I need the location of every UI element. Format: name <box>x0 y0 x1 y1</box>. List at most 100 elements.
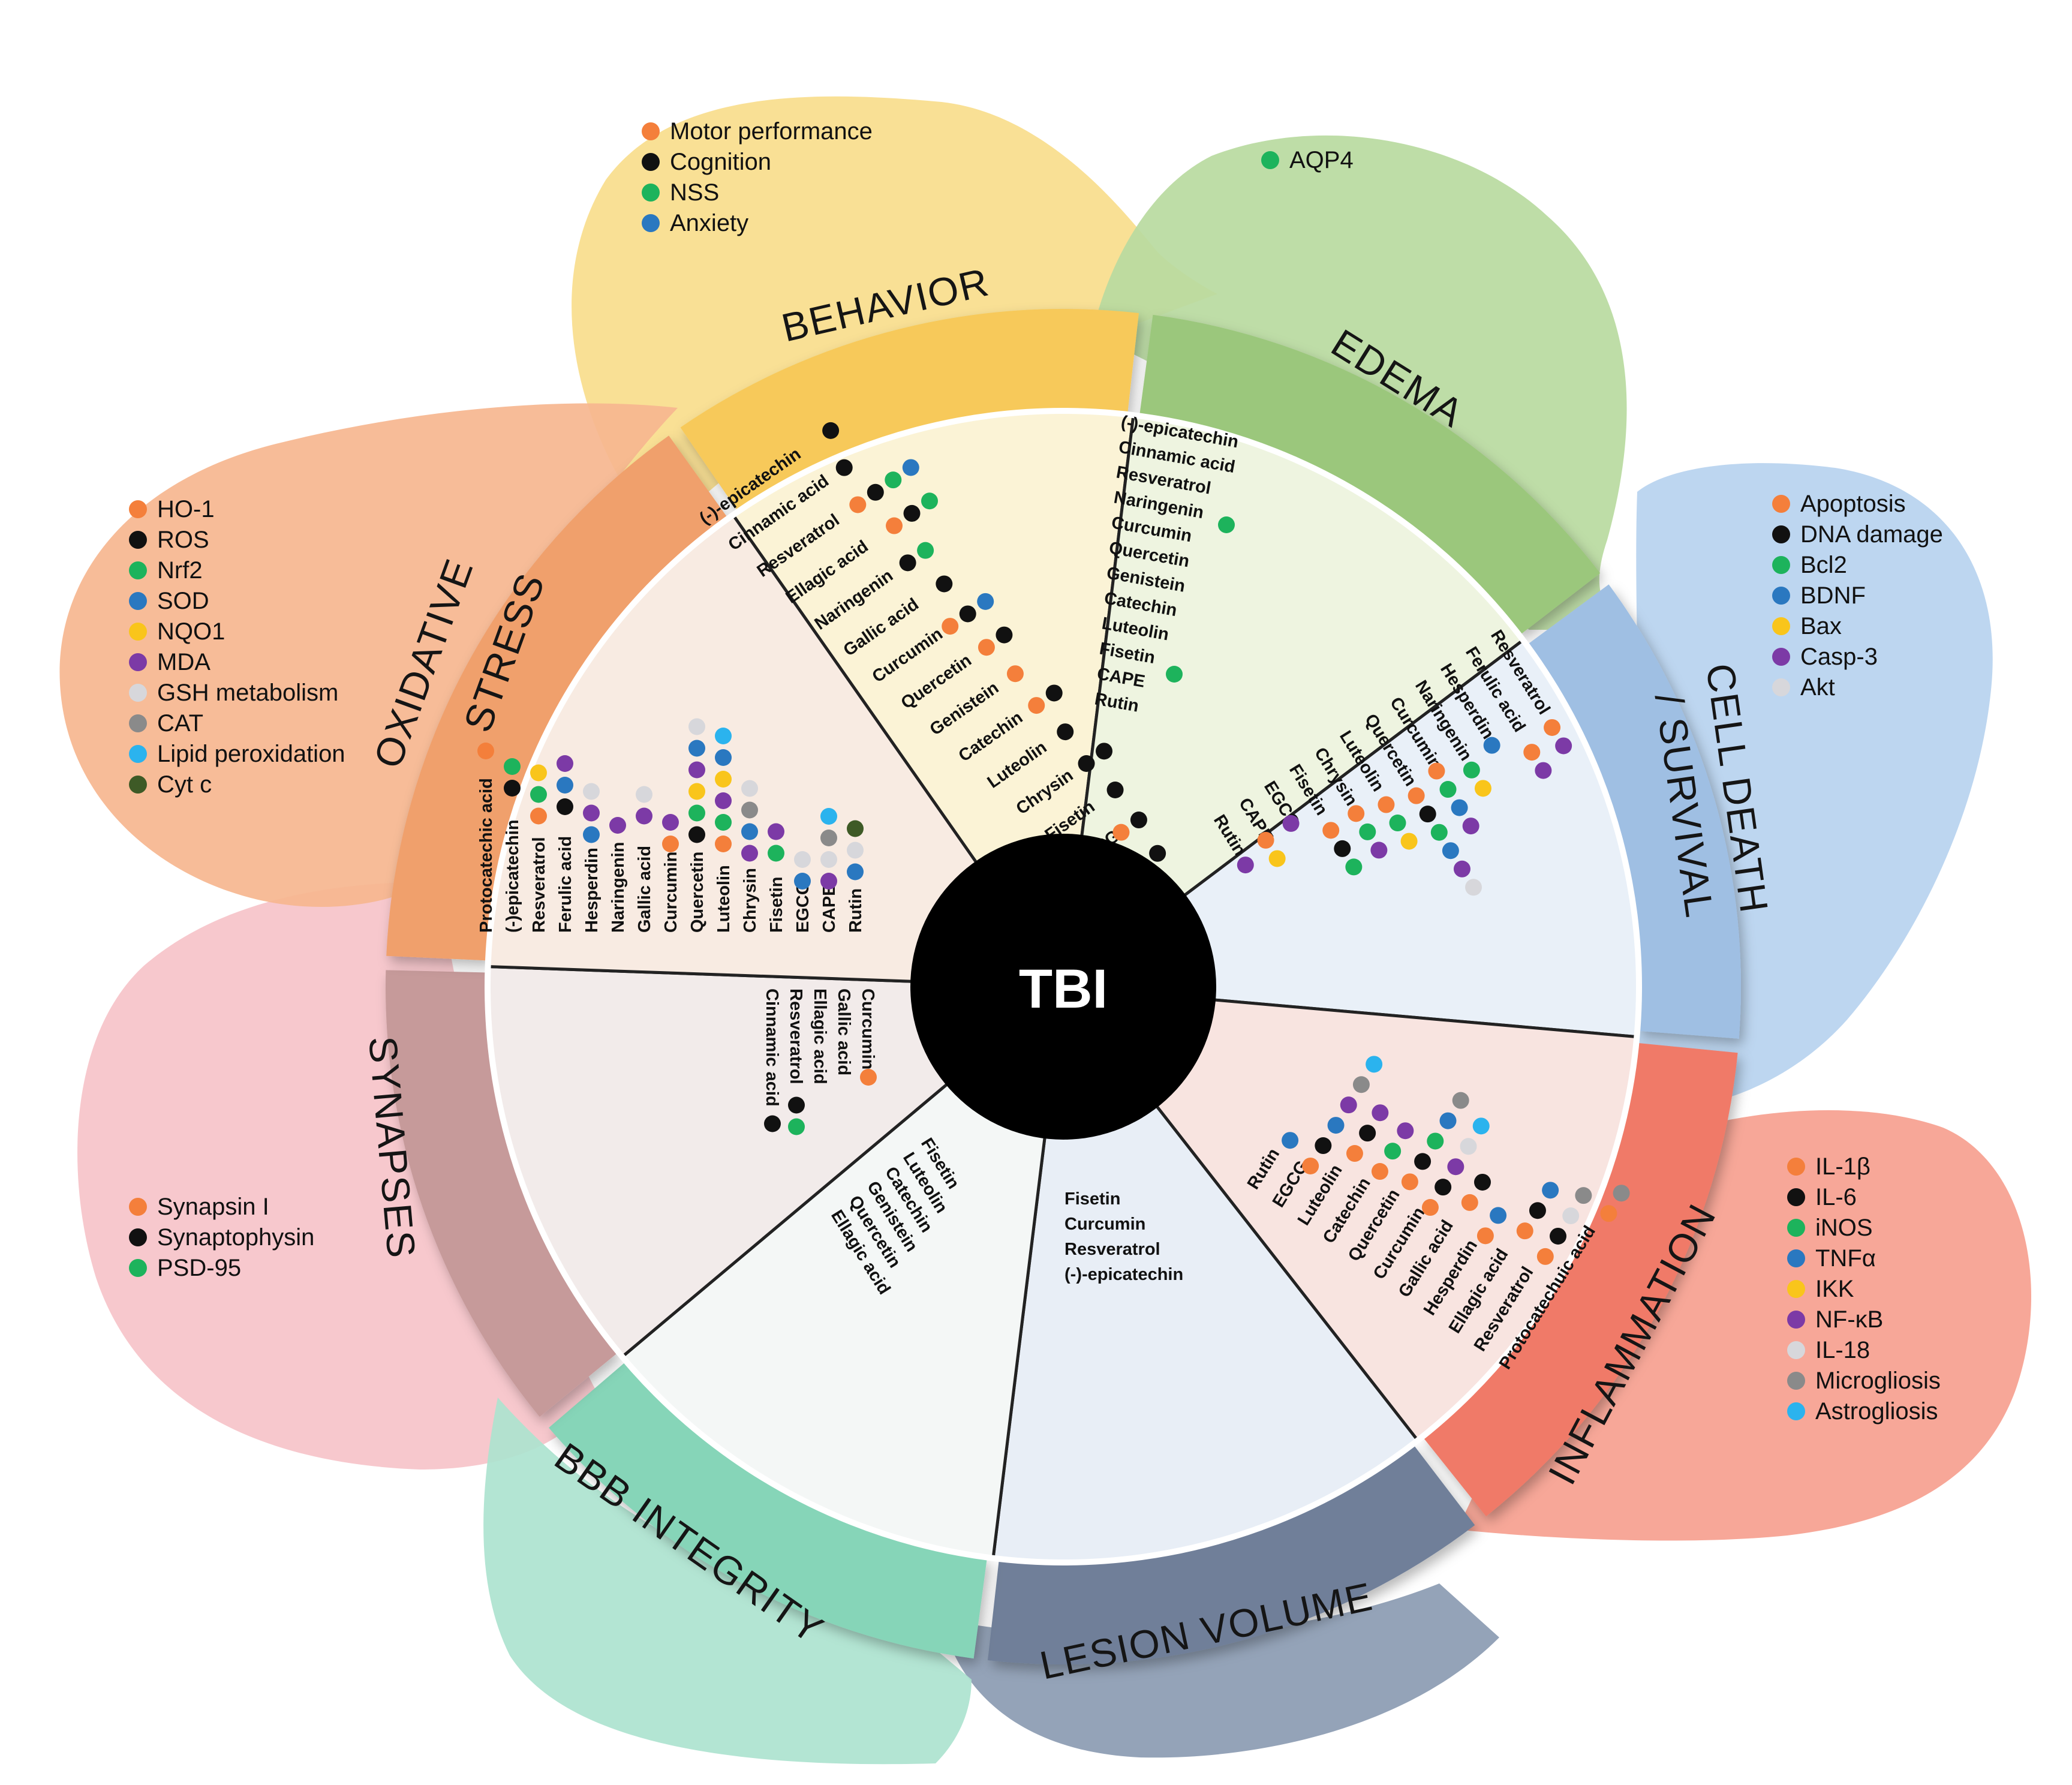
marker-dot <box>1439 1112 1457 1129</box>
compound-label: Curcumin <box>1064 1215 1145 1234</box>
center-label: TBI <box>1019 958 1108 1020</box>
legend-marker <box>1772 556 1790 574</box>
marker-dot <box>504 758 521 775</box>
legend-label: MDA <box>157 649 210 675</box>
compound-label: Rutin <box>846 888 865 933</box>
legend-label: NQO1 <box>157 618 225 645</box>
marker-dot <box>899 554 916 572</box>
marker-dot <box>1419 806 1436 823</box>
marker-dot <box>1414 1153 1432 1170</box>
legend-label: SOD <box>157 588 209 614</box>
legend-marker <box>129 1198 147 1216</box>
legend-label: CAT <box>157 710 203 737</box>
marker-dot <box>1302 1157 1319 1174</box>
legend-label: IL-6 <box>1815 1184 1857 1210</box>
compound-label: Gallic acid <box>635 846 654 933</box>
legend-label: BDNF <box>1800 582 1866 609</box>
marker-dot <box>688 804 705 822</box>
marker-dot <box>609 817 626 834</box>
marker-dot <box>1562 1207 1580 1225</box>
marker-dot <box>688 740 705 757</box>
marker-dot <box>557 798 573 815</box>
marker-dot <box>903 504 921 522</box>
marker-dot <box>1490 1207 1507 1224</box>
marker-dot <box>996 626 1013 644</box>
compound-label: Hesperdin <box>582 848 602 933</box>
marker-dot <box>504 780 521 797</box>
marker-dot <box>1401 1173 1418 1191</box>
marker-dot <box>1555 737 1572 755</box>
band-inflammation <box>1422 1042 1738 1517</box>
marker-dot <box>1130 812 1147 829</box>
marker-dot <box>1370 842 1388 859</box>
compound-label: Naringenin <box>609 842 628 933</box>
legend-marker <box>1787 1249 1805 1267</box>
legend-marker <box>642 153 660 171</box>
marker-dot <box>936 575 953 593</box>
band-edema <box>1139 314 1601 636</box>
marker-dot <box>820 873 837 890</box>
band-oxidative-stress <box>386 435 729 961</box>
marker-dot <box>1529 1202 1546 1219</box>
marker-dot <box>1460 1138 1477 1155</box>
marker-dot <box>1322 822 1340 839</box>
marker-dot <box>768 845 784 862</box>
marker-dot <box>557 755 573 772</box>
marker-dot <box>1112 824 1130 841</box>
legend-marker <box>129 1259 147 1277</box>
marker-dot <box>1366 1056 1383 1073</box>
marker-dot <box>1327 1117 1345 1134</box>
legend-label: IKK <box>1815 1276 1854 1302</box>
legend-label: AQP4 <box>1289 147 1354 173</box>
legend-label: Microgliosis <box>1815 1368 1941 1394</box>
marker-dot <box>1452 1092 1469 1109</box>
legend-label: IL-1β <box>1815 1153 1870 1180</box>
marker-dot <box>688 826 705 843</box>
marker-dot <box>1535 762 1552 779</box>
legend-marker <box>129 592 147 610</box>
marker-dot <box>1453 860 1470 878</box>
marker-dot <box>1400 833 1418 850</box>
legend-marker <box>1772 525 1790 543</box>
legend-marker <box>129 561 147 579</box>
legend-marker <box>1772 648 1790 666</box>
marker-dot <box>1282 1132 1299 1149</box>
legend-marker <box>129 714 147 732</box>
marker-dot <box>1371 1163 1388 1180</box>
marker-dot <box>1397 1122 1414 1140</box>
legend-label: Motor performance <box>670 118 873 145</box>
marker-dot <box>1348 805 1365 822</box>
legend-label: Apoptosis <box>1800 491 1906 517</box>
legend-marker <box>129 500 147 518</box>
marker-dot <box>1149 845 1166 862</box>
compound-label: Quercetin <box>688 852 707 933</box>
legend-label: DNA damage <box>1800 521 1943 548</box>
marker-dot <box>847 820 864 837</box>
marker-dot <box>1447 1158 1464 1176</box>
compound-label: Luteolin <box>714 865 733 933</box>
petal-bbb-tail <box>483 1398 972 1765</box>
marker-dot <box>530 764 547 782</box>
marker-dot <box>1268 850 1286 867</box>
compound-label: (-)-epicatechin <box>1064 1265 1183 1284</box>
marker-dot <box>1346 1145 1363 1162</box>
marker-dot <box>847 842 864 859</box>
marker-dot <box>1334 840 1351 857</box>
marker-dot <box>530 807 547 825</box>
marker-dot <box>557 777 573 794</box>
marker-dot <box>822 422 840 439</box>
marker-dot <box>1315 1137 1332 1155</box>
legend-label: iNOS <box>1815 1215 1873 1241</box>
marker-dot <box>662 814 679 831</box>
marker-dot <box>860 1069 877 1086</box>
marker-dot <box>741 801 758 819</box>
legend-label: ROS <box>157 527 209 553</box>
petal-oxidative <box>59 403 678 907</box>
marker-dot <box>1257 831 1274 849</box>
legend-marker <box>129 684 147 702</box>
marker-dot <box>921 492 939 510</box>
legend-marker <box>1787 1188 1805 1206</box>
marker-dot <box>1408 787 1425 804</box>
